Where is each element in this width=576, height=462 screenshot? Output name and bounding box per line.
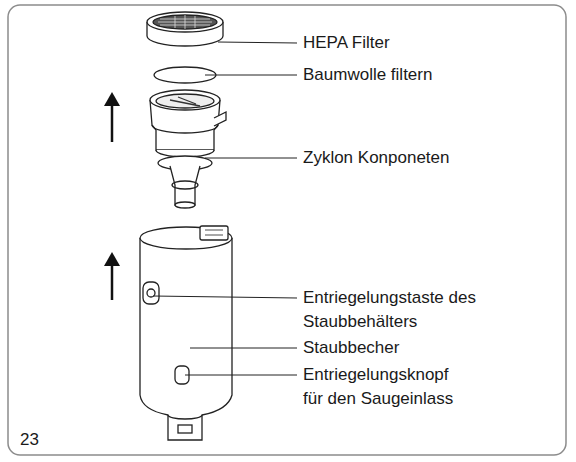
part-label: Entriegelungstaste des Staubbehälters	[303, 286, 503, 334]
part-label: HEPA Filter	[303, 31, 390, 55]
assembly-arrows	[104, 92, 120, 300]
part-label: Zyklon Konponeten	[303, 146, 450, 170]
figure-number: 23	[20, 428, 39, 452]
dust-cup	[140, 226, 232, 440]
part-label: Staubbecher	[303, 336, 399, 360]
leader-lines	[153, 42, 297, 375]
part-label: Entriegelungsknopf für den Saugeinlass	[303, 363, 463, 411]
hepa-filter	[147, 12, 223, 46]
part-label: Baumwolle filtern	[303, 63, 432, 87]
frame	[8, 5, 566, 455]
cyclone-component	[150, 90, 226, 208]
